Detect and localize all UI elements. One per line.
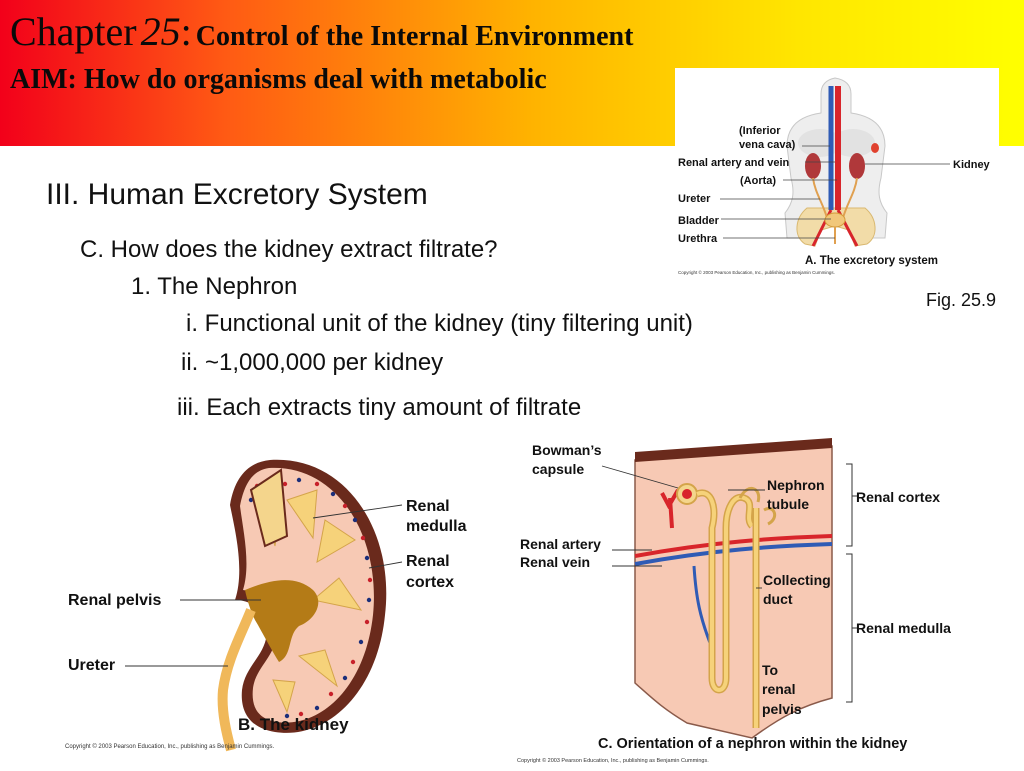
label-kidney-a: Kidney xyxy=(953,159,991,171)
label-aorta: (Aorta) xyxy=(740,175,776,187)
cortex-vessels xyxy=(248,477,372,719)
cortex-arteries xyxy=(254,481,373,717)
label-renal-pelvis: Renal pelvis xyxy=(68,592,161,609)
copyright-b: Copyright © 2003 Pearson Education, Inc.… xyxy=(65,743,275,750)
bladder xyxy=(824,212,846,228)
kidney-figure: Renal medulla Renal cortex Renal pelvis … xyxy=(55,450,495,760)
heart xyxy=(871,143,879,153)
label-to-pelvis-3: pelvis xyxy=(762,701,802,717)
chapter-word: Chapter xyxy=(10,9,137,54)
label-bowman-2: capsule xyxy=(532,461,584,477)
label-leaders-c xyxy=(601,465,765,589)
label-leaders-b xyxy=(125,504,403,667)
label-bladder: Bladder xyxy=(678,215,720,227)
label-medulla-2: medulla xyxy=(406,518,467,535)
caption-c: C. Orientation of a nephron within the k… xyxy=(598,736,907,752)
aim-text: AIM: How do organisms deal with metaboli… xyxy=(10,64,547,95)
label-nephron-1: Nephron xyxy=(767,477,825,493)
label-collecting-2: duct xyxy=(763,591,793,607)
renal-vein-vessel xyxy=(634,542,833,566)
copyright-a: Copyright © 2003 Pearson Education, Inc.… xyxy=(678,269,835,275)
ureter-b xyxy=(217,608,256,752)
kidney-capsule-c xyxy=(635,438,832,462)
label-to-pelvis-2: renal xyxy=(762,681,795,697)
excretory-system-figure: (Inferior vena cava) Renal artery and ve… xyxy=(675,68,999,280)
label-ureter-a: Ureter xyxy=(678,193,711,205)
label-ureter-b: Ureter xyxy=(68,657,115,674)
tissue-wedge xyxy=(634,445,833,739)
chapter-title: Chapter 25: Control of the Internal Envi… xyxy=(10,8,633,55)
upper-lobe-cutaway xyxy=(249,468,289,548)
label-renal-artery: Renal artery xyxy=(520,536,601,552)
sub-point-1: i. Functional unit of the kidney (tiny f… xyxy=(186,310,693,337)
kidney-svg: Renal medulla Renal cortex Renal pelvis … xyxy=(65,459,467,752)
excretory-system-svg: (Inferior vena cava) Renal artery and ve… xyxy=(678,77,991,275)
label-medulla-1: Renal xyxy=(406,498,450,515)
chest-right xyxy=(831,129,875,157)
label-cortex-b-2: cortex xyxy=(406,574,454,591)
label-renal-artery-vein: Renal artery and vein xyxy=(678,157,790,169)
label-urethra: Urethra xyxy=(678,233,718,245)
glomerulus xyxy=(682,489,692,499)
renal-pelvis xyxy=(245,580,319,662)
nephron-tubule-fill xyxy=(696,490,754,692)
label-renal-cortex-c: Renal cortex xyxy=(856,489,940,505)
nephron-figure: Bowman’s capsule Nephron tubule Renal co… xyxy=(512,438,1020,766)
label-ivc-2: vena cava) xyxy=(739,139,796,151)
section-heading: III. Human Excretory System xyxy=(46,178,428,211)
nephron-svg: Bowman’s capsule Nephron tubule Renal co… xyxy=(517,438,951,764)
label-renal-medulla-c: Renal medulla xyxy=(856,620,951,636)
figure-reference: Fig. 25.9 xyxy=(926,290,997,310)
question-text: C. How does the kidney extract filtrate? xyxy=(80,236,498,263)
caption-a: A. The excretory system xyxy=(805,255,938,267)
region-brackets xyxy=(846,463,858,703)
convoluted-segments xyxy=(738,487,777,526)
label-collecting-1: Collecting xyxy=(763,572,831,588)
chapter-subtitle: Control of the Internal Environment xyxy=(195,21,634,52)
label-cortex-b-1: Renal xyxy=(406,553,450,570)
right-kidney xyxy=(849,153,865,179)
label-nephron-2: tubule xyxy=(767,496,809,512)
ureters xyxy=(812,177,858,219)
chapter-colon: : xyxy=(180,9,192,54)
label-ivc-1: (Inferior xyxy=(739,125,781,137)
point-nephron: 1. The Nephron xyxy=(131,273,298,300)
sub-point-2: ii. ~1,000,000 per kidney xyxy=(181,349,444,376)
left-kidney xyxy=(805,153,821,179)
label-to-pelvis-1: To xyxy=(762,662,778,678)
copyright-c: Copyright © 2003 Pearson Education, Inc.… xyxy=(517,757,709,764)
caption-b: B. The kidney xyxy=(238,715,349,734)
label-leaders-a xyxy=(720,145,950,239)
sub-point-3: iii. Each extracts tiny amount of filtra… xyxy=(177,394,582,421)
label-bowman-1: Bowman’s xyxy=(532,442,602,458)
label-renal-vein: Renal vein xyxy=(520,554,590,570)
renal-artery-vessel xyxy=(634,534,833,558)
chapter-number: 25 xyxy=(140,9,181,54)
